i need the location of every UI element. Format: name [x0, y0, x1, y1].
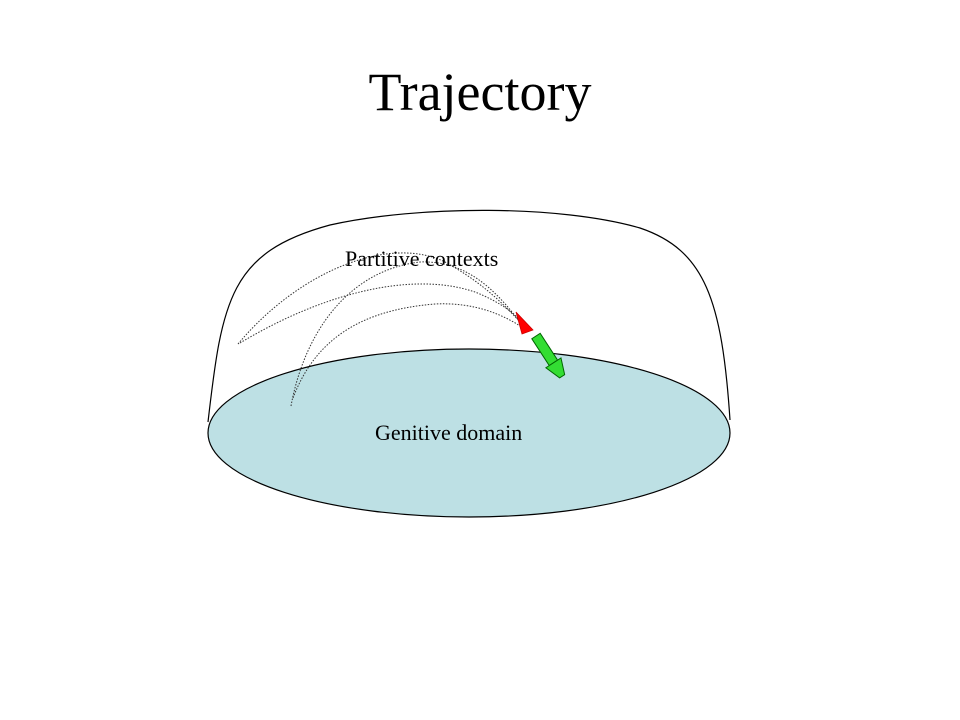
dome-outline	[207, 209, 731, 423]
green-pointer-icon	[531, 332, 566, 379]
genitive-domain-label: Genitive domain	[375, 420, 522, 445]
trajectory-curve	[237, 252, 521, 345]
genitive-domain-ellipse	[207, 348, 731, 518]
partitive-contexts-label: Partitive contexts	[345, 246, 498, 271]
trajectory-curves	[237, 252, 527, 407]
trajectory-curve	[292, 303, 527, 399]
arrow-head-icon	[515, 311, 534, 335]
slide-title: Trajectory	[368, 62, 592, 122]
trajectory-curve	[239, 283, 527, 344]
